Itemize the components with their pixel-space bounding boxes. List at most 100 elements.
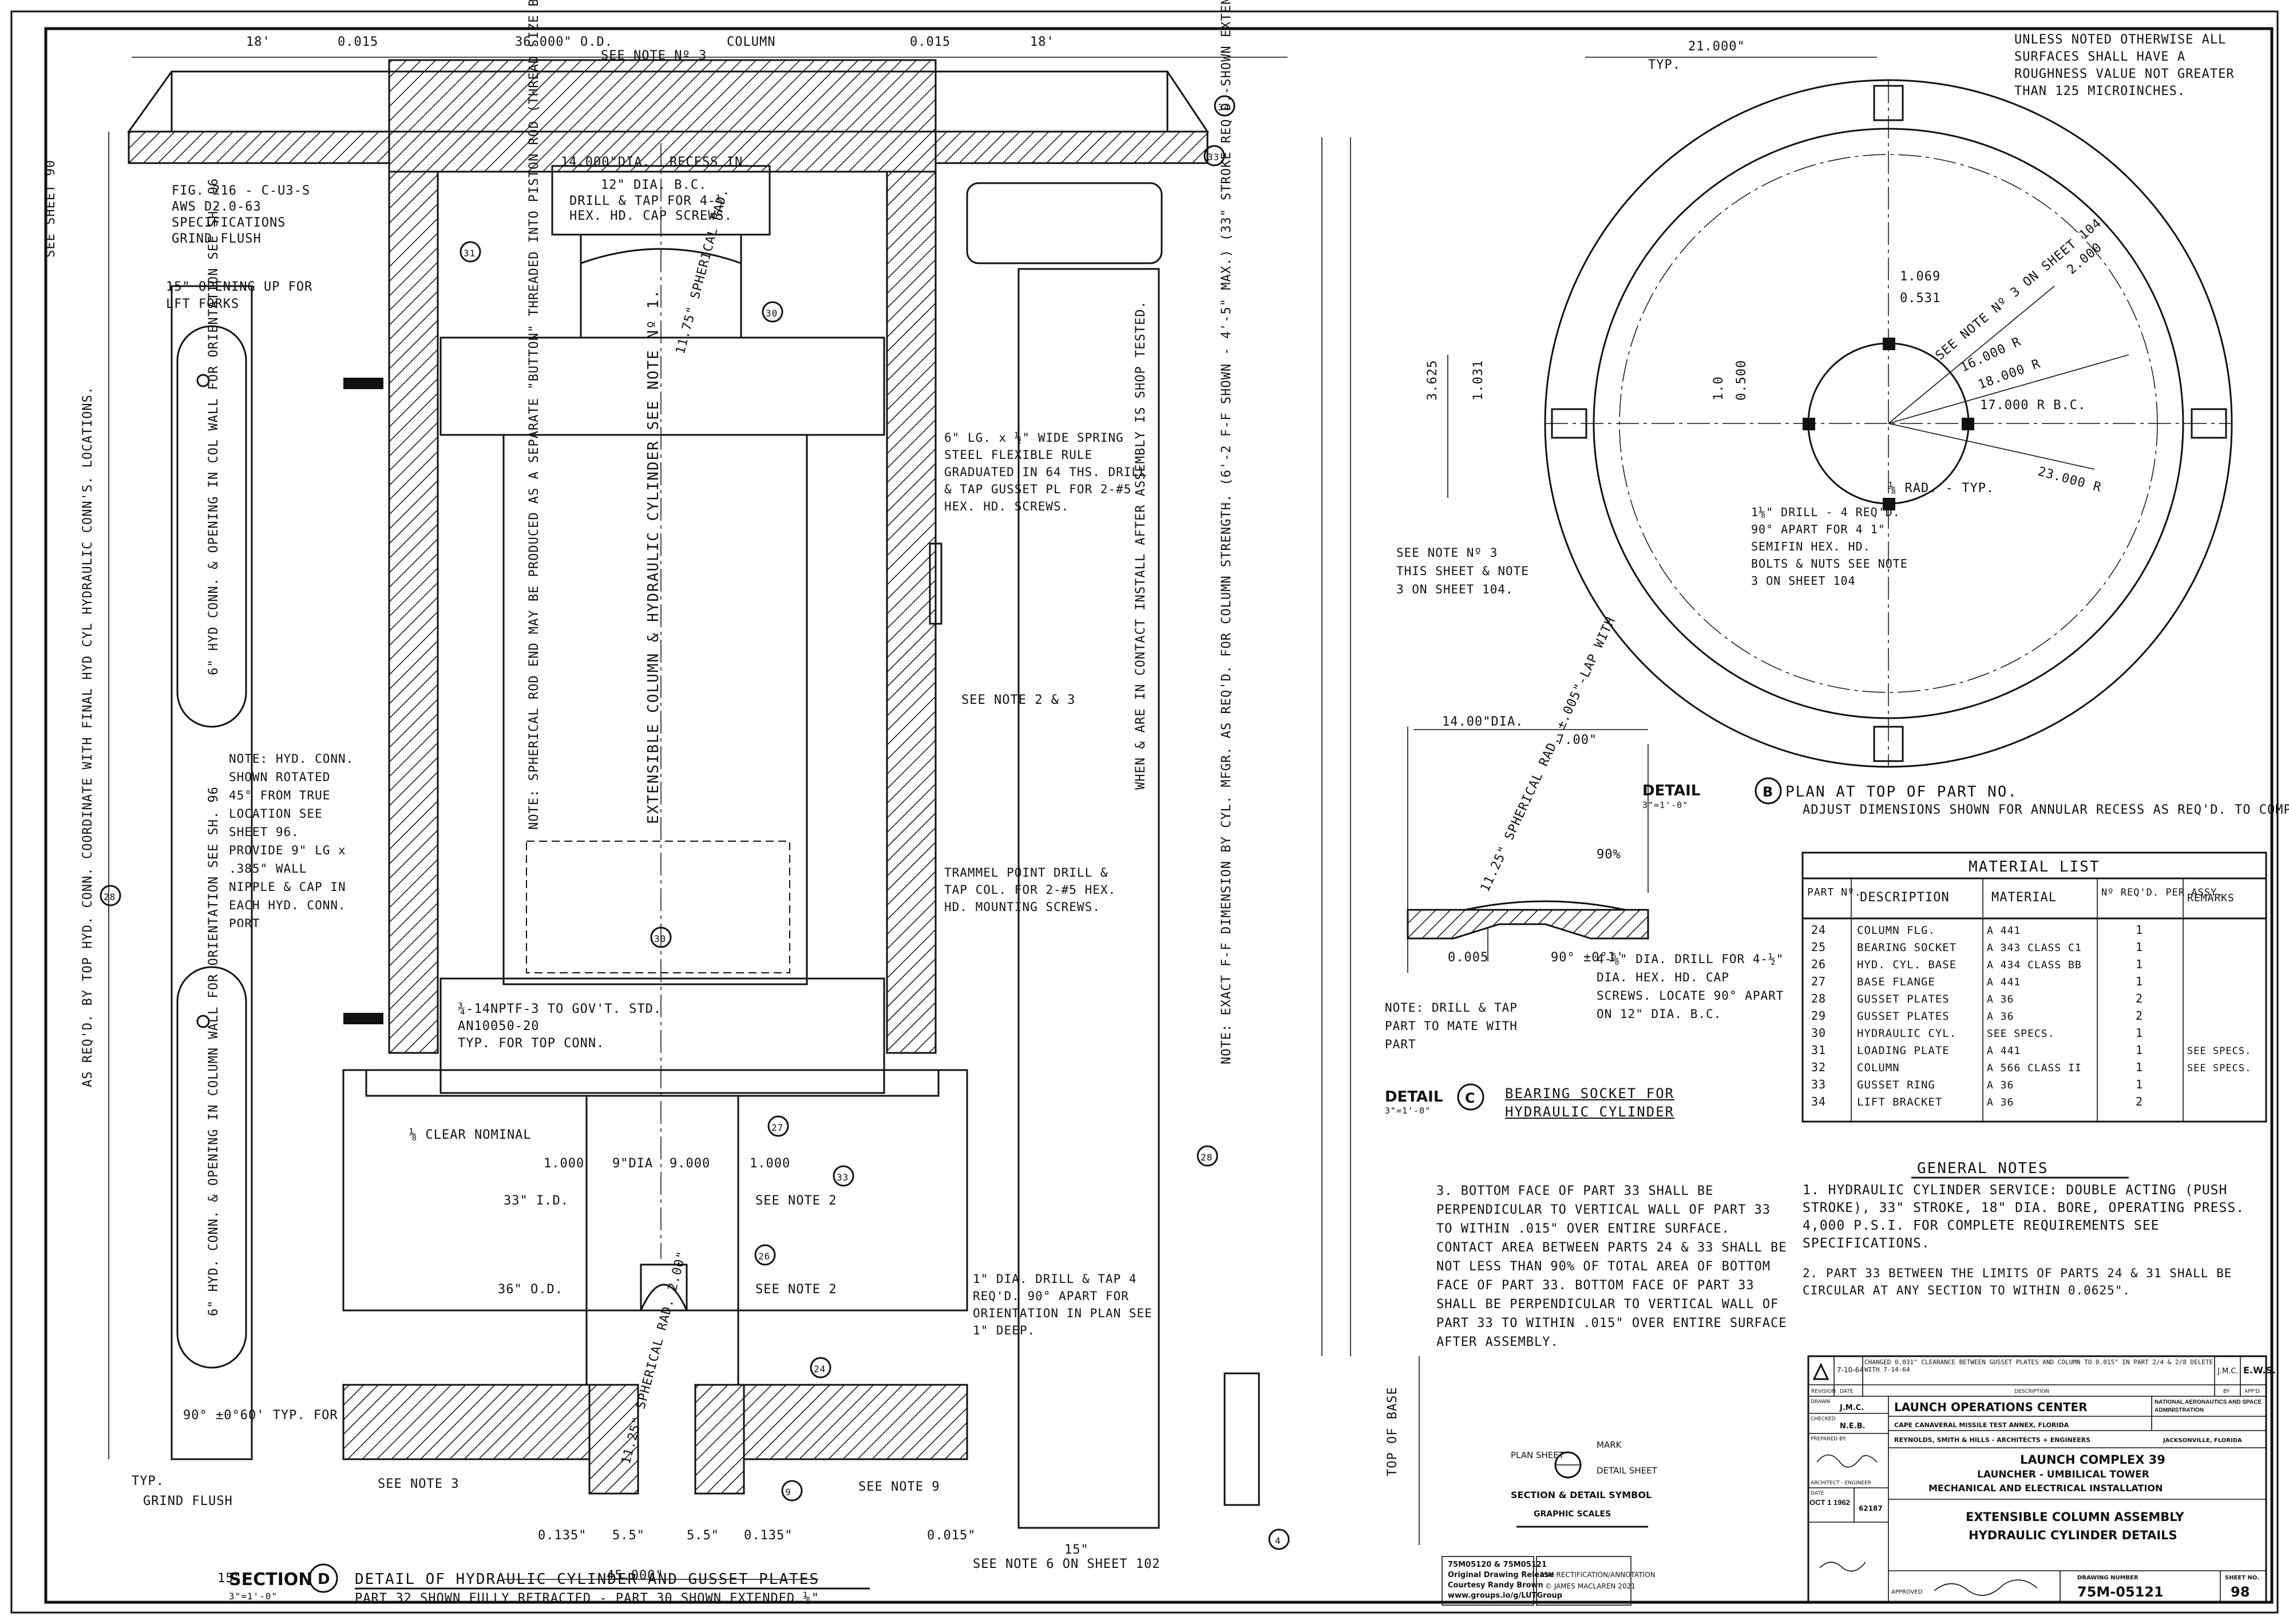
general-note-3: 3. BOTTOM FACE OF PART 33 SHALL BE PERPE… — [1436, 1184, 1787, 1349]
base-flange-left — [342, 1384, 591, 1460]
material-cell-3-2: A 441 — [1987, 976, 2021, 988]
detail-c-annotations: 14.00"DIA. 7.00" 11.25" SPHERICAL RAD. ±… — [1385, 615, 1783, 1120]
material-cell-7-2: A 441 — [1987, 1045, 2021, 1057]
credit-drawings: 75M05120 & 75M05121 — [1448, 1560, 1547, 1569]
see-note-9: SEE NOTE 9 — [858, 1480, 940, 1494]
section-d-annotations: 18' 0.015 36.000" O.D. COLUMN SEE NOTE N… — [43, 0, 1400, 1606]
registration-number: 62187 — [1859, 1504, 1883, 1512]
sheet-title-2: HYDRAULIC CYLINDER DETAILS — [1969, 1528, 2177, 1542]
material-cell-1-3: 1 — [2136, 940, 2143, 954]
gusset-ring-left — [128, 130, 390, 164]
sheet-title-1: EXTENSIBLE COLUMN ASSEMBLY — [1966, 1510, 2184, 1524]
svg-text:28: 28 — [104, 892, 116, 902]
material-cell-10-2: A 36 — [1987, 1096, 2014, 1108]
material-cell-9-0: 33 — [1811, 1078, 1826, 1091]
checked-by: N.E.B. — [1840, 1422, 1865, 1431]
material-cell-8-1: COLUMN — [1857, 1061, 1900, 1074]
dim-0135-left: 0.135" — [538, 1528, 587, 1543]
architect-label: ARCHITECT - ENGINEER — [1811, 1480, 1871, 1486]
note-an-fitting: AN10050-20 — [458, 1019, 539, 1033]
material-list-title: MATERIAL LIST — [1969, 858, 2100, 876]
ml-header-qty: Nº REQ'D. PER ASSY. — [2101, 887, 2223, 898]
credit-copyright: © JAMES MACLAREN 2021 — [1545, 1582, 1635, 1590]
drawing-date: OCT 1 1962 — [1809, 1498, 1850, 1507]
svg-text:D: D — [318, 1571, 330, 1588]
legend-plan-sheet: PLAN SHEET — [1511, 1450, 1565, 1460]
drawing-number: 75M-05121 — [2077, 1584, 2164, 1600]
dim-700: 7.00" — [1557, 733, 1597, 747]
gusset-ring-right — [934, 130, 1209, 164]
dim-1000-b: 1.0 — [1712, 376, 1726, 401]
svg-text:B: B — [1763, 784, 1773, 800]
revision-date: 7-10-64 — [1837, 1366, 1864, 1374]
note-hex-screws: HEX. HD. CAP SCREWS. — [569, 209, 732, 223]
detail-b-plan-view — [1447, 57, 2233, 768]
revision-appd: E.W.S. — [2243, 1365, 2276, 1376]
dim-spherical-rad-bottom: 11.25" SPHERICAL RAD. 2.00" — [619, 1250, 690, 1466]
note-hyd-conn-lower: 6" HYD. CONN. & OPENING IN COLUMN WALL F… — [207, 786, 221, 1316]
sheet-number: 98 — [2231, 1584, 2250, 1600]
see-note-6: SEE NOTE 6 ON SHEET 102 — [973, 1557, 1161, 1571]
ml-header-part: PART Nº. — [1807, 886, 1862, 898]
svg-text:28: 28 — [1201, 1152, 1213, 1163]
dim-9000: 9.000 — [670, 1156, 710, 1171]
material-cell-6-3: 1 — [2136, 1026, 2143, 1040]
label-top-of-base: TOP OF BASE — [1385, 1387, 1400, 1476]
dim-1069: 1.069 — [1900, 270, 1940, 284]
dim-1031: 1.031 — [1471, 360, 1486, 401]
svg-text:9: 9 — [785, 1487, 791, 1498]
dim-9-dia: 9"DIA — [612, 1156, 653, 1171]
legend-mark: MARK — [1597, 1440, 1622, 1450]
material-cell-4-3: 2 — [2136, 992, 2143, 1005]
dim-0135-right: 0.135" — [744, 1528, 793, 1543]
credit-release: Original Drawing Release — [1448, 1571, 1554, 1579]
detail-b-annotations: UNLESS NOTED OTHERWISE ALL SURFACES SHAL… — [1396, 33, 2289, 817]
label-extensible-column: EXTENSIBLE COLUMN & HYDRAULIC CYLINDER S… — [645, 288, 662, 824]
base-flange-right — [743, 1384, 968, 1460]
dim-15-left: 15" — [217, 1571, 242, 1586]
drawing-number-label: DRAWING NUMBER — [2077, 1575, 2138, 1581]
note-opening-forks: 15" OPENING UP FOR — [166, 280, 312, 294]
credit-courtesy: Courtesy Randy Brown — [1448, 1581, 1543, 1590]
ml-header-description: DESCRIPTION — [1860, 890, 1950, 905]
dim-0015-bottom: 0.015" — [927, 1528, 976, 1543]
svg-text:C: C — [1465, 1090, 1475, 1106]
dim-typ: TYP. — [1648, 58, 1681, 72]
material-cell-5-0: 29 — [1811, 1009, 1826, 1023]
material-cell-5-3: 2 — [2136, 1009, 2143, 1023]
note-flexible-rule: 6" LG. x ½" WIDE SPRING STEEL FLEXIBLE R… — [944, 431, 1147, 513]
material-cell-2-0: 26 — [1811, 957, 1826, 971]
note-see-note-3-this-sheet: SEE NOTE Nº 3 THIS SHEET & NOTE 3 ON SHE… — [1396, 546, 1528, 596]
note-top-conn: TYP. FOR TOP CONN. — [458, 1036, 604, 1051]
material-cell-9-3: 1 — [2136, 1078, 2143, 1091]
note-roughness: UNLESS NOTED OTHERWISE ALL SURFACES SHAL… — [2014, 33, 2234, 98]
detail-b-subtitle: ADJUST DIMENSIONS SHOWN FOR ANNULAR RECE… — [1803, 803, 2289, 817]
dim-r17-bc: 17.000 R B.C. — [1980, 398, 2086, 413]
material-list: MATERIAL LIST PART Nº. DESCRIPTION MATER… — [1801, 851, 2267, 1123]
svg-text:31: 31 — [464, 248, 476, 259]
sheet-border — [10, 10, 2279, 1614]
legend-title: SECTION & DETAIL SYMBOL — [1511, 1490, 1652, 1500]
note-contact-install: WHEN & ARE IN CONTACT INSTALL AFTER ASSE… — [1134, 300, 1148, 790]
part-balloons: 31 30 34 33 28 28 30 27 33 26 24 9 4 — [100, 95, 1290, 1550]
note-lift-forks: LFT FORKS — [166, 297, 239, 311]
section-d-label: SECTION — [229, 1570, 312, 1590]
material-cell-8-3: 1 — [2136, 1060, 2143, 1074]
section-d-subtitle: PART 32 SHOWN FULLY RETRACTED - PART 30 … — [355, 1591, 819, 1606]
dim-recess-dia: 14.000"DIA. — [561, 155, 651, 169]
weld-aws: AWS D2.0-63 — [172, 200, 262, 214]
dim-55-left: 5.5" — [612, 1528, 645, 1543]
detail-c-view — [1407, 727, 1649, 973]
firm: REYNOLDS, SMITH & HILLS - ARCHITECTS + E… — [1894, 1436, 2090, 1444]
see-note-3-bottom: SEE NOTE 3 — [378, 1477, 459, 1491]
signature-approved — [1934, 1579, 2038, 1596]
dim-column-od: 36.000" O.D. — [515, 35, 613, 49]
dim-0015-right: 0.015 — [910, 35, 951, 49]
dim-bolt-circle: 12" DIA. B.C. — [601, 178, 707, 192]
column-wall-left — [388, 171, 439, 1054]
note-nptf: ¾-14NPTF-3 TO GOV'T. STD. — [458, 1002, 662, 1016]
material-cell-6-1: HYDRAULIC CYL. — [1857, 1027, 1957, 1040]
dim-angle-90-c: 90° ±0°1' — [1551, 950, 1624, 965]
